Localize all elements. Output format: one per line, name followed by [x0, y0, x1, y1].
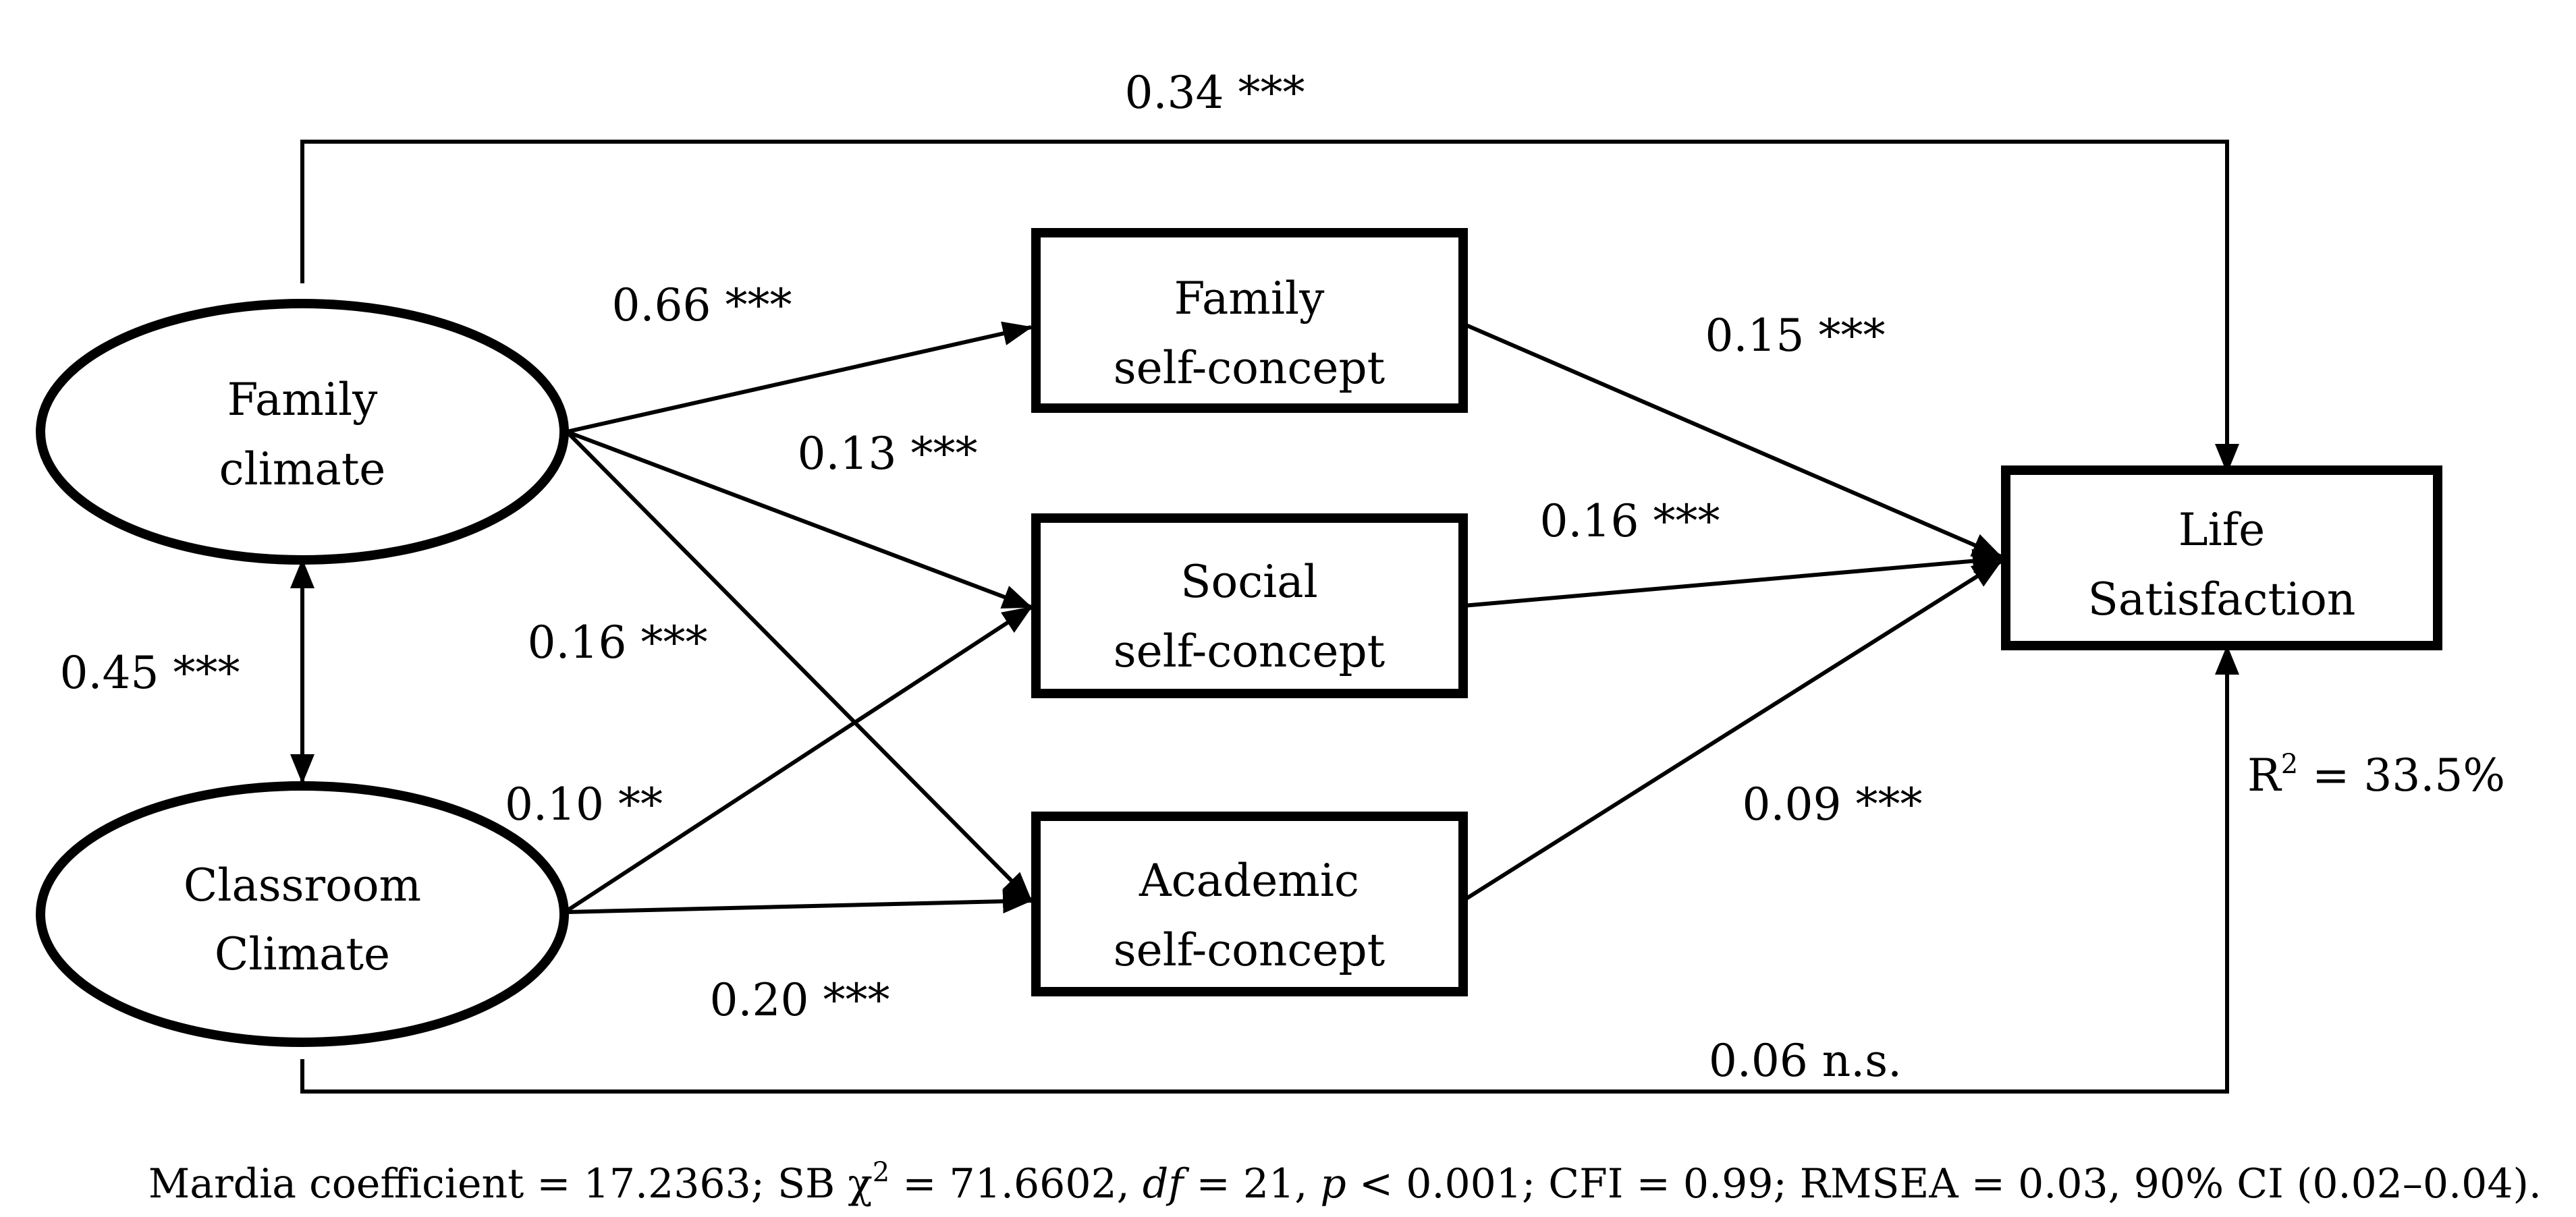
coef-classroom-climate-to-life-satisfaction: 0.06 n.s. — [1709, 1035, 1902, 1087]
connectors — [290, 140, 2239, 1094]
r-squared-label: R2 = 33.5% — [2247, 749, 2505, 801]
path-classroom-climate-to-social-self-concept — [566, 605, 1033, 913]
path-family-climate-to-social-self-concept — [566, 430, 1033, 609]
coef-family-climate-to-family-self-concept: 0.66 *** — [612, 279, 792, 331]
node-label-line2: self-concept — [1114, 342, 1385, 394]
node-label-line1: Classroom — [184, 859, 421, 911]
path-classroom-climate-to-academic-self-concept — [566, 889, 1033, 914]
path-academic-self-concept-to-life-satisfaction — [1462, 559, 2002, 903]
node-label-line2: climate — [219, 443, 386, 495]
node-label-line2: Climate — [215, 928, 390, 980]
path-family-self-concept-to-life-satisfaction — [1462, 322, 2002, 559]
node-family-climate: Family climate — [36, 299, 569, 565]
node-life-satisfaction: Life Satisfaction — [2001, 465, 2442, 650]
coefficient-labels: 0.34 *** 0.66 *** 0.13 *** 0.16 *** 0.10… — [60, 67, 1923, 1087]
coef-family-climate-to-academic-self-concept: 0.16 *** — [528, 617, 708, 669]
node-label-line1: Social — [1180, 556, 1317, 608]
node-academic-self-concept: Academic self-concept — [1031, 812, 1468, 996]
node-label-line2: Satisfaction — [2088, 573, 2356, 625]
coef-classroom-climate-to-academic-self-concept: 0.20 *** — [710, 974, 890, 1026]
path-family-climate-to-academic-self-concept — [565, 430, 1033, 903]
node-label-line2: self-concept — [1114, 625, 1385, 677]
path-classroom-climate-to-life-satisfaction — [300, 645, 2239, 1094]
coef-family-climate-to-social-self-concept: 0.13 *** — [798, 428, 978, 480]
node-label-line1: Life — [2178, 504, 2265, 556]
path-family-climate-to-life-satisfaction — [300, 140, 2239, 474]
node-label-line1: Family — [1174, 273, 1325, 324]
coef-correlation: 0.45 *** — [60, 647, 240, 699]
path-family-climate-to-family-self-concept — [566, 321, 1033, 434]
coef-family-climate-to-life-satisfaction: 0.34 *** — [1125, 67, 1305, 119]
coef-classroom-climate-to-social-self-concept: 0.10 ** — [505, 779, 663, 830]
node-classroom-climate: Classroom Climate — [36, 781, 569, 1047]
node-label-line1: Academic — [1139, 855, 1359, 907]
path-social-self-concept-to-life-satisfaction — [1462, 548, 2002, 608]
node-social-self-concept: Social self-concept — [1031, 513, 1468, 698]
node-label-line2: self-concept — [1114, 924, 1385, 976]
coef-academic-self-concept-to-life-satisfaction: 0.09 *** — [1743, 779, 1923, 830]
node-label-line1: Family — [227, 374, 378, 426]
coef-family-self-concept-to-life-satisfaction: 0.15 *** — [1705, 310, 1886, 362]
fit-statistics: Mardia coefficient = 17.2363; SB χ2 = 71… — [148, 1157, 2542, 1208]
coef-social-self-concept-to-life-satisfaction: 0.16 *** — [1540, 495, 1720, 547]
node-family-self-concept: Family self-concept — [1031, 228, 1468, 413]
